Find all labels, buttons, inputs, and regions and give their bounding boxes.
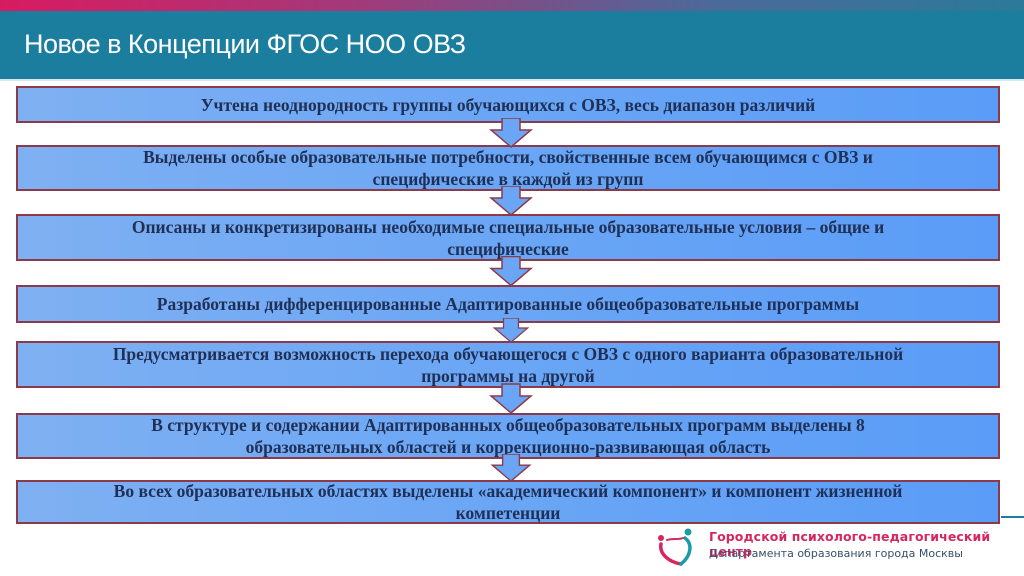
step-3-line-2: специфические	[447, 238, 569, 259]
step-6-line-1: В структуре и содержании Адаптированных …	[151, 415, 865, 435]
step-box-6: В структуре и содержании Адаптированных …	[16, 413, 1000, 459]
step-box-5: Предусматривается возможность перехода о…	[16, 341, 1000, 388]
down-arrow-icon	[489, 186, 533, 216]
down-arrow-icon	[489, 383, 533, 414]
step-2-line-1: Выделены особые образовательные потребно…	[143, 147, 873, 167]
slide-title: Новое в Концепции ФГОС НОО ОВЗ	[24, 29, 466, 59]
step-box-2: Выделены особые образовательные потребно…	[16, 145, 1000, 191]
step-2-line-2: специфические в каждой из групп	[372, 169, 644, 189]
down-arrow-icon	[492, 318, 530, 343]
step-1-line-1: Учтена неоднородность группы обучающихся…	[200, 94, 816, 115]
step-box-3: Описаны и конкретизированы необходимые с…	[16, 214, 1000, 261]
footer-accent-line	[1001, 516, 1024, 518]
step-box-7: Во всех образовательных областях выделен…	[16, 480, 1000, 524]
down-arrow-icon	[489, 118, 533, 148]
step-7-line-1: Во всех образовательных областях выделен…	[113, 481, 903, 501]
step-6-line-2: образовательных областей и коррекционно-…	[245, 437, 771, 457]
down-arrow-icon	[489, 256, 533, 287]
step-5-line-1: Предусматривается возможность перехода о…	[112, 343, 904, 364]
org-name: Городской психолого-педагогический центр	[709, 529, 991, 559]
step-3-line-1: Описаны и конкретизированы необходимые с…	[131, 216, 885, 237]
down-arrow-icon	[490, 454, 532, 482]
step-7-line-2: компетенции	[455, 503, 561, 523]
step-box-1: Учтена неоднородность группы обучающихся…	[16, 86, 1000, 123]
top-gradient-strip	[0, 0, 1024, 11]
org-subtitle: Департамента образования города Москвы	[709, 547, 963, 560]
step-4-line-1: Разработаны дифференцированные Адаптиров…	[156, 294, 860, 314]
header-divider	[0, 79, 1024, 81]
slide-header: Новое в Концепции ФГОС НОО ОВЗ	[0, 11, 1024, 79]
step-5-line-2: программы на другой	[421, 365, 595, 386]
heart-figures-logo-icon	[658, 528, 692, 566]
